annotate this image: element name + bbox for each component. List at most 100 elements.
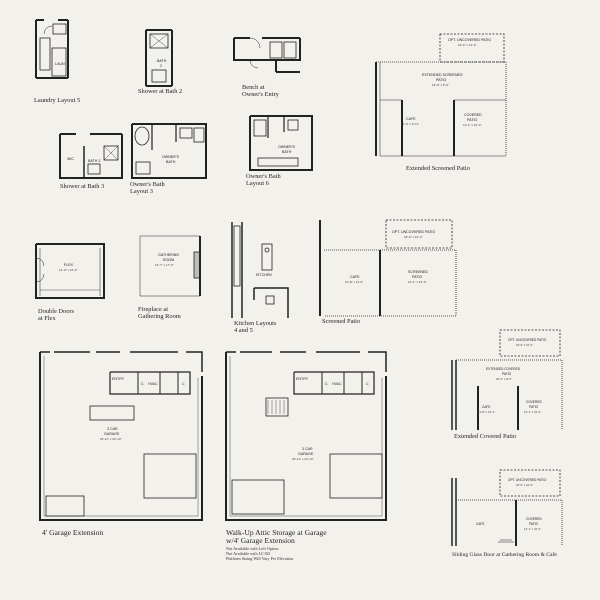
extended-covered-patio-plan: OPT. UNCOVERED PATIO 18'-0" x 10'-0" EXT… (451, 329, 563, 430)
cafe-label: CAFE (406, 117, 416, 121)
opt-uncovered-small-label-2: OPT. UNCOVERED PATIO (508, 478, 547, 482)
sliding-glass-door-plan: OPT. UNCOVERED PATIO 18'-0" x 10'-0" CAF… (451, 469, 563, 546)
screened-patio-label-2: PATIO (412, 275, 422, 279)
garage-label-4: GARAGE (298, 452, 314, 456)
closet-label-3: C (325, 382, 328, 386)
kitchen-layouts-plan: KITCHEN (231, 222, 289, 318)
closet-label-2: C (182, 382, 185, 386)
extended-covered-patio-label-2: PATIO (502, 372, 512, 376)
caption-extended-covered-patio: Extended Covered Patio (454, 433, 517, 440)
opt-uncovered-dim: 18'-0" x 10'-0" (458, 43, 476, 47)
owners-bath-label: OWNER'S (162, 155, 179, 159)
covered-patio-label-4: PATIO (529, 405, 539, 409)
caption-fireplace-line2: Gathering Room (138, 313, 181, 320)
caption-screened-patio: Screened Patio (322, 318, 361, 325)
opt-uncovered-patio-label: OPT. UNCOVERED PATIO (448, 38, 491, 42)
covered-patio-label-3: COVERED (526, 400, 542, 404)
extended-screened-patio-label: EXTENDED SCREENED (422, 73, 463, 77)
caption-bench-line1: Bench at (242, 84, 265, 91)
kitchen-label: KITCHEN (256, 273, 272, 277)
caption-kitchen-line2: 4 and 5 (234, 327, 253, 334)
caption-walkup-line2: w/4' Garage Extension (226, 536, 295, 545)
hvac-label: HVAC (148, 382, 158, 386)
ext-screened-dim: 18'-0" x 8'-0" (432, 83, 449, 87)
walkup-note-3: Platform Sizing Will Vary Per Elevation (226, 556, 294, 561)
cafe-label-3: CAFE (482, 405, 491, 409)
screened-dim: 14'-1" x 10'-0" (408, 280, 426, 284)
caption-owners-bath-6-line1: Owner's Bath (246, 173, 281, 180)
cafe-label-2: CAFE (350, 275, 360, 279)
owners-bath-6-label-2: BATH (282, 150, 292, 154)
caption-shower-bath-2: Shower at Bath 2 (138, 88, 183, 95)
flex-label: FLEX (64, 263, 74, 267)
owners-bath-layout-3-plan: OWNER'S BATH (131, 123, 207, 179)
caption-owners-bath-6-line2: Layout 6 (246, 180, 269, 187)
gathering-room-label: GATHERING (158, 253, 179, 257)
owners-bath-label-2: BATH (166, 160, 176, 164)
walkup-note-2: Not Available with LC102 (226, 551, 271, 556)
closet-label-4: C (366, 382, 369, 386)
opt-uncovered-patio-label-2: OPT. UNCOVERED PATIO (392, 230, 435, 234)
caption-laundry-layout-5: Laundry Layout 5 (34, 97, 81, 104)
caption-double-doors-line2: at Flex (38, 315, 56, 322)
extended-covered-patio-label: EXTENDED COVERED (486, 367, 521, 371)
gathering-room-label-2: ROOM (163, 258, 174, 262)
caption-double-doors-line1: Double Doors (38, 308, 75, 315)
caption-sliding-glass-door: Sliding Glass Door at Gathering Room & C… (452, 552, 557, 558)
bench-owners-entry-plan (233, 37, 301, 73)
caption-fireplace-line1: Fireplace at (138, 306, 168, 313)
ext-covered-dim: 18'-0" x 8'-0" (496, 377, 512, 381)
caption-owners-bath-3-line2: Layout 3 (130, 188, 153, 195)
garage-dim-2: 29'-11" x 22'-10" (292, 457, 314, 461)
covered-patio-label: COVERED (464, 113, 482, 117)
caption-shower-bath-3: Shower at Bath 3 (60, 183, 105, 190)
caption-kitchen-line1: Kitchen Layouts (234, 320, 277, 327)
cafe-dim-3: 11'-8" x 13'-1" (478, 410, 495, 414)
walkup-attic-plan: ENTRY HVAC C C 3 CAR GARAGE 29'-11" x 22… (225, 351, 387, 521)
closet-label: C (141, 382, 144, 386)
laundry-layout-5-plan: LAUN (35, 19, 69, 79)
entry-label-2: ENTRY (296, 377, 309, 381)
opt-uncovered-dim-2: 18'-0" x 10'-0" (404, 235, 422, 239)
flex-dim: 14'-0" x 16'-0" (59, 268, 77, 272)
owners-bath-6-label: OWNER'S (278, 145, 295, 149)
garage-label-3: 3 CAR (302, 447, 313, 451)
laun-label: LAUN (55, 62, 65, 66)
double-doors-flex-plan: FLEX 14'-0" x 16'-0" (35, 243, 105, 299)
gathering-dim: 16'-7" x 17'-0" (155, 263, 173, 267)
caption-walkup-line1: Walk-Up Attic Storage at Garage (226, 528, 327, 537)
opt-uncovered-small-dim: 18'-0" x 10'-0" (516, 343, 533, 347)
fireplace-gathering-room-plan: GATHERING ROOM 16'-7" x 17'-0" (139, 235, 201, 297)
wic-label: WIC (67, 157, 74, 161)
owners-bath-layout-6-plan: OWNER'S BATH (249, 115, 313, 171)
covered-dim: 14'-1" x 10'-0" (463, 123, 481, 127)
shower-bath-2-plan: BATH 2 (145, 29, 173, 87)
bath2-label: BATH (157, 59, 167, 63)
cafe-dim: 14'-0" x 9'-11" (401, 122, 419, 126)
covered-patio-label-5: COVERED (526, 517, 542, 521)
caption-garage-extension: 4' Garage Extension (42, 528, 104, 537)
walkup-note-1: Not Available with Loft Option (226, 546, 279, 551)
caption-owners-bath-3-line1: Owner's Bath (130, 181, 165, 188)
bath3-label: BATH 3 (88, 159, 100, 163)
caption-extended-screened-patio: Extended Screened Patio (406, 165, 470, 172)
garage-dim: 29'-11" x 22'-10" (100, 437, 122, 441)
covered-dim-3: 14'-1" x 10'-0" (524, 410, 541, 414)
garage-extension-plan: ENTRY HVAC C C 3 CAR GARAGE 29'-11" x 22… (39, 351, 203, 521)
screened-patio-plan: OPT. UNCOVERED PATIO 18'-0" x 10'-0" CAF… (319, 219, 457, 317)
covered-patio-label-2: PATIO (467, 118, 477, 122)
covered-dim-4: 14'-1" x 10'-0" (524, 527, 541, 531)
garage-label-2: GARAGE (104, 432, 120, 436)
bath2-label-num: 2 (160, 64, 162, 68)
extended-screened-patio-label-2: PATIO (436, 78, 446, 82)
cafe-label-4: CAFE (476, 522, 485, 526)
opt-uncovered-small-dim-2: 18'-0" x 10'-0" (516, 483, 533, 487)
hvac-label-2: HVAC (332, 382, 342, 386)
caption-bench-line2: Owner's Entry (242, 91, 279, 98)
entry-label: ENTRY (112, 377, 125, 381)
garage-label: 3 CAR (107, 427, 118, 431)
extended-screened-patio-plan: OPT. UNCOVERED PATIO 18'-0" x 10'-0" EXT… (375, 33, 507, 157)
screened-patio-label: SCREENED (408, 270, 428, 274)
cafe-dim-2: 10'-8" x 11'-0" (345, 280, 363, 284)
